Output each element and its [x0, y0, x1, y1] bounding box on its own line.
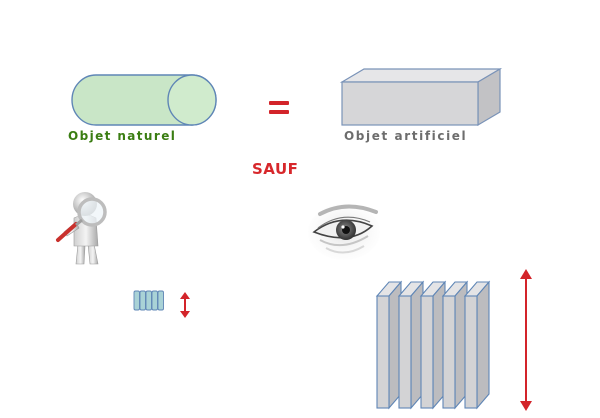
double-arrow-vertical-icon	[180, 292, 190, 318]
natural-object-label: Objet naturel	[68, 129, 177, 143]
except-label: SAUF	[252, 160, 299, 178]
double-arrow-vertical-icon	[520, 269, 532, 411]
magnifier-figure-icon	[56, 192, 107, 265]
small-plate-stack	[133, 290, 164, 311]
rectangular-box-shape	[339, 67, 503, 127]
equals-icon	[269, 101, 289, 115]
artificial-object-label: Objet artificiel	[344, 129, 468, 143]
large-plate-stack	[375, 280, 491, 410]
cylinder-shape	[71, 74, 217, 126]
eye-icon	[308, 204, 380, 260]
